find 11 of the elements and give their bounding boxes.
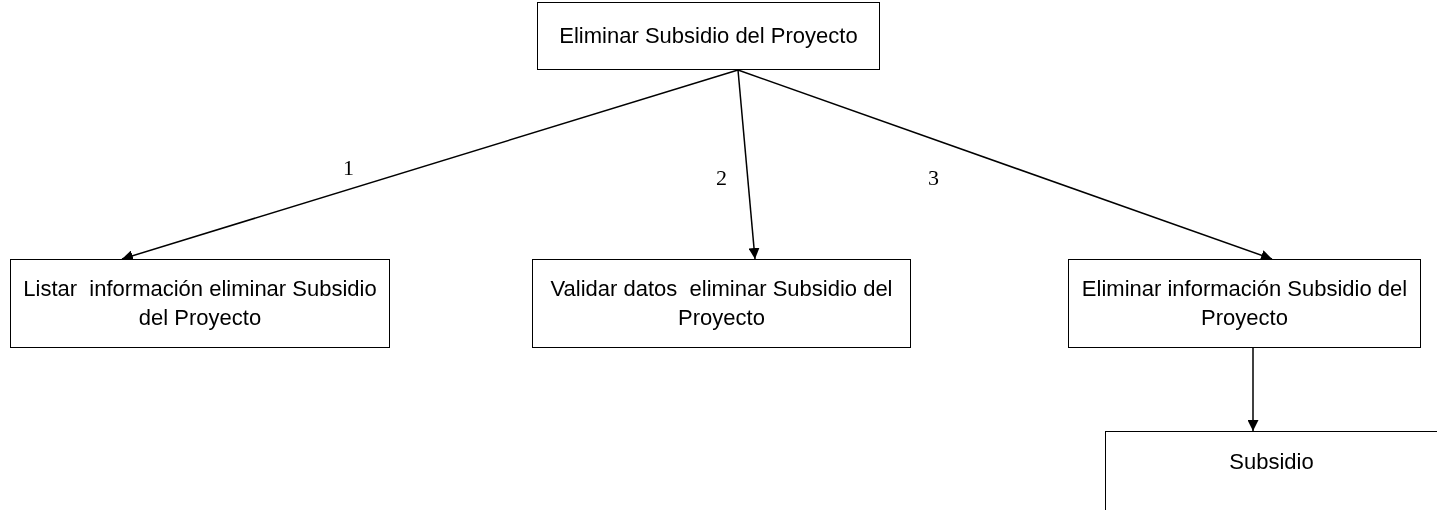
edge-label: 2 bbox=[716, 165, 727, 191]
process-box: Eliminar Subsidio del Proyecto bbox=[537, 2, 880, 70]
process-box: Eliminar información Subsidio del Proyecto bbox=[1068, 259, 1421, 348]
process-box: Subsidio bbox=[1105, 431, 1437, 510]
process-box: Validar datos eliminar Subsidio del Proyecto bbox=[532, 259, 911, 348]
edge-label: 1 bbox=[343, 155, 354, 181]
arrow bbox=[737, 69, 760, 260]
edge-label: 3 bbox=[928, 165, 939, 191]
process-box: Listar información eliminar Subsidio del Proyecto bbox=[10, 259, 390, 348]
arrow bbox=[1247, 347, 1259, 432]
arrow bbox=[737, 69, 1273, 261]
